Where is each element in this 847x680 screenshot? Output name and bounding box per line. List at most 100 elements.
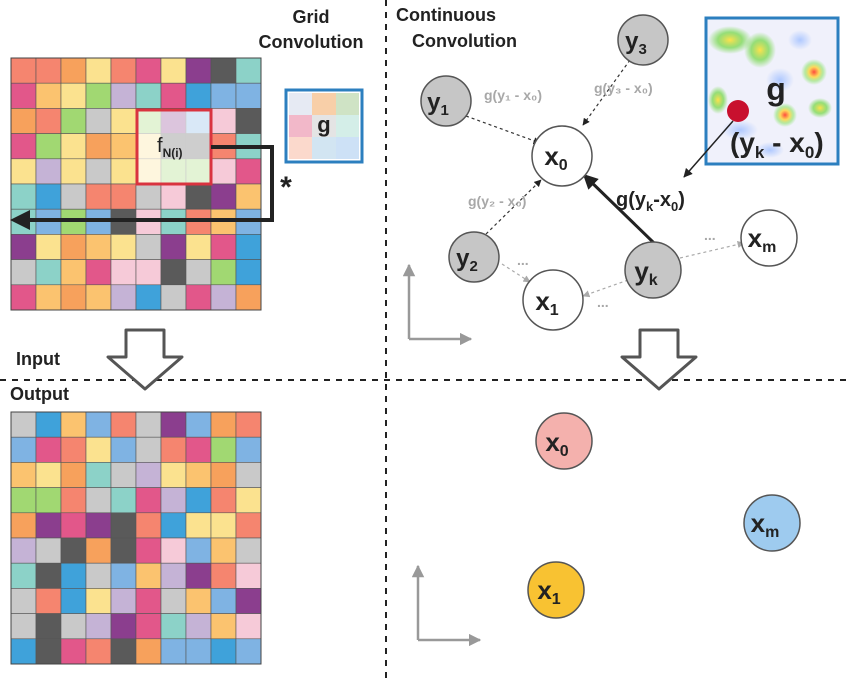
grid-cell <box>235 562 262 589</box>
grid-cell <box>85 259 112 286</box>
grid-cell <box>135 57 162 84</box>
edge-yk-xm <box>679 240 745 259</box>
grid-cell <box>60 234 87 260</box>
axes-bottom <box>411 564 482 647</box>
grid-cell <box>160 284 187 311</box>
grid-cell <box>135 183 162 210</box>
grid-cell <box>10 108 37 134</box>
grid-cell <box>10 462 37 488</box>
ellipsis-y2: ... <box>517 252 529 268</box>
grid-cell <box>135 613 162 640</box>
heatmap-yk-x0-label: (yk - x0) <box>730 127 824 162</box>
node-xm: xm <box>740 209 798 267</box>
grid-cell <box>60 158 87 185</box>
grid-cell <box>235 234 262 260</box>
grid-cell <box>210 108 237 134</box>
grid-cell <box>135 259 162 286</box>
grid-cell <box>135 284 162 311</box>
grid-cell <box>235 108 262 134</box>
grid-cell <box>110 638 137 665</box>
svg-text:xm: xm <box>748 223 777 256</box>
node-y1: y1 <box>420 75 472 127</box>
grid-cell <box>210 158 237 185</box>
grid-cell <box>10 588 37 614</box>
down-arrow-left <box>106 328 184 391</box>
grid-cell <box>135 234 162 260</box>
edge-y1-x0 <box>465 115 541 145</box>
grid-cell <box>135 562 162 589</box>
grid-cell <box>35 588 62 614</box>
grid-cell <box>35 108 62 134</box>
grid-cell <box>85 133 112 160</box>
grid-cell <box>110 462 137 488</box>
grid-cell <box>135 512 162 539</box>
grid-cell <box>85 234 112 260</box>
grid-cell <box>60 411 87 438</box>
grid-cell <box>85 436 112 463</box>
grid-cell <box>160 259 187 286</box>
edge-y3-x0 <box>582 59 631 126</box>
grid-cell <box>110 108 137 134</box>
grid-cell <box>10 57 37 84</box>
grid-cell <box>60 183 87 210</box>
grid-cell <box>110 284 137 311</box>
grid-cell <box>10 638 37 665</box>
grid-cell <box>160 562 187 589</box>
axes-top <box>402 263 473 346</box>
node-y2: y2 <box>448 231 500 283</box>
grid-cell <box>110 411 137 438</box>
grid-cell <box>35 562 62 589</box>
grid-cell <box>85 588 112 614</box>
grid-cell <box>210 462 237 488</box>
svg-text:x0: x0 <box>545 427 568 460</box>
heatmap-g-label: g <box>766 71 786 107</box>
grid-cell <box>185 411 212 438</box>
grid-cell <box>60 537 87 564</box>
grid-cell <box>60 436 87 463</box>
grid-cell <box>60 133 87 160</box>
grid-cell <box>210 82 237 109</box>
grid-cell <box>35 158 62 185</box>
grid-cell <box>210 411 237 438</box>
grid-cell <box>10 82 37 109</box>
grid-cell <box>210 259 237 286</box>
grid-cell <box>135 588 162 614</box>
grid-cell <box>235 411 262 438</box>
grid-cell <box>110 436 137 463</box>
edge-label-g-y3: g(y₃ - x₀) <box>594 80 653 96</box>
grid-cell <box>35 537 62 564</box>
output-node-x0: x0 <box>535 412 593 470</box>
kernel-window <box>135 108 213 186</box>
svg-text:x1: x1 <box>537 575 560 608</box>
grid-cell <box>60 284 87 311</box>
grid-cell <box>235 462 262 488</box>
grid-cell <box>185 183 212 210</box>
grid-cell <box>85 487 112 514</box>
convolution-path-arrow <box>10 145 274 230</box>
heatmap-sample-point <box>727 100 749 122</box>
grid-cell <box>35 259 62 286</box>
grid-cell <box>110 234 137 260</box>
grid-cell <box>210 234 237 260</box>
grid-cell <box>235 82 262 109</box>
grid-cell <box>10 259 37 286</box>
grid-cell <box>160 57 187 84</box>
heatmap-to-x0-arrow <box>683 120 734 178</box>
grid-cell <box>160 588 187 614</box>
svg-text:xm: xm <box>751 508 780 541</box>
g-kernel-label: g <box>317 112 330 137</box>
node-x1: x1 <box>522 269 584 331</box>
grid-cell <box>110 158 137 185</box>
grid-cell <box>85 512 112 539</box>
ellipsis-xm: ... <box>704 227 716 243</box>
grid-cell <box>135 462 162 488</box>
grid-cell <box>10 487 37 514</box>
grid-cell <box>10 183 37 210</box>
grid-cell <box>160 512 187 539</box>
grid-cell <box>235 284 262 311</box>
grid-cell <box>60 487 87 514</box>
grid-cell <box>210 562 237 589</box>
edge-y2-x0 <box>485 179 542 235</box>
grid-cell <box>10 613 37 640</box>
grid-cell <box>35 234 62 260</box>
